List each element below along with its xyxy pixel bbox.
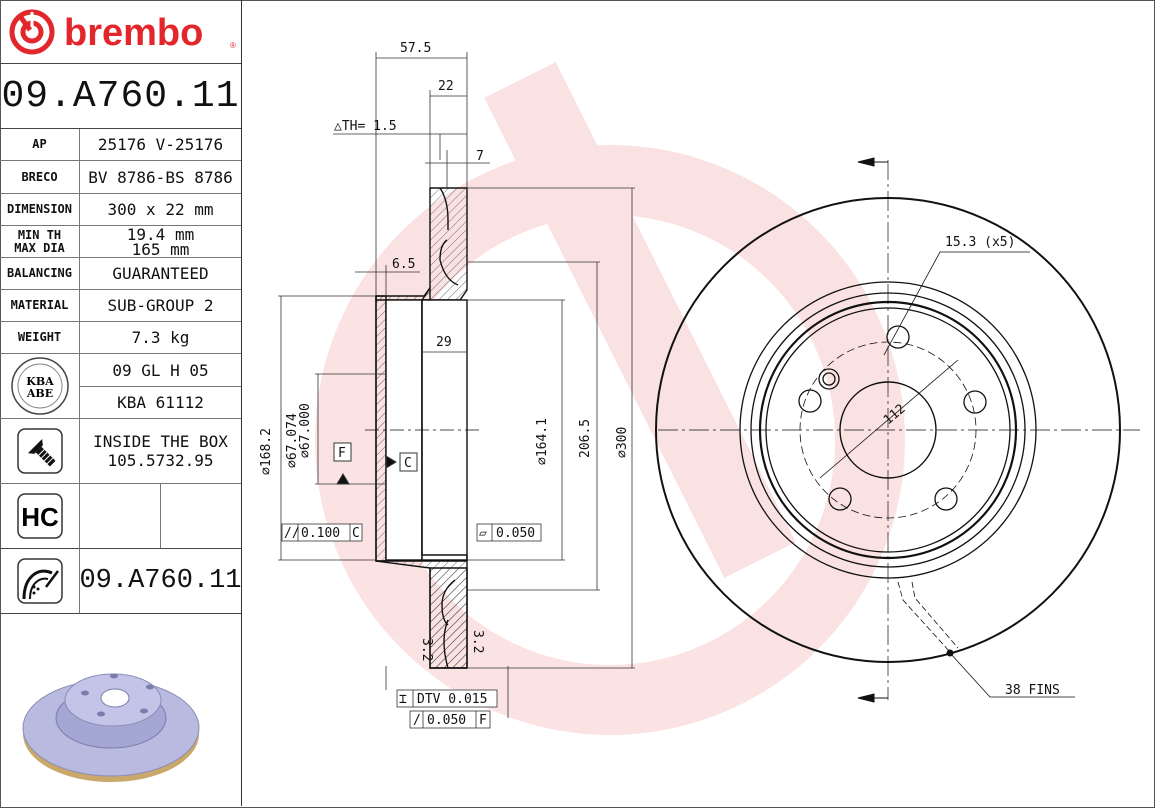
dim-delta-th: △TH= 1.5: [334, 119, 397, 134]
spec-value: 300 x 22 mm: [107, 200, 214, 219]
svg-text:⌶: ⌶: [399, 692, 407, 707]
svg-text:®: ®: [230, 41, 236, 50]
roughness-left: 3.2: [419, 638, 434, 661]
spec-value: BV 8786-BS 8786: [88, 167, 233, 187]
dim-bore-max: ⌀67.074: [285, 413, 300, 468]
disc-3d-render: [0, 614, 241, 806]
svg-text:ABE: ABE: [25, 387, 52, 400]
svg-text:F: F: [338, 446, 346, 461]
spec-row-weight: WEIGHT 7.3 kg: [0, 322, 241, 354]
spec-value: 165 mm: [131, 239, 190, 259]
tolerance-flatness: [476, 523, 542, 542]
tolerance-runout: [409, 710, 491, 729]
dim-vane: 7: [476, 149, 484, 164]
disc-type-cell: [0, 549, 80, 614]
spec-key: MAX DIA: [14, 240, 65, 255]
part-number-title: 09.A760.11: [0, 64, 241, 129]
screw-info: INSIDE THE BOX 105.5732.95: [80, 419, 241, 484]
dim-bore-min: ⌀67.000: [298, 403, 313, 458]
svg-text:/: /: [413, 713, 421, 728]
svg-text:0.050: 0.050: [427, 713, 466, 728]
part-number-footer: 09.A760.11: [79, 549, 242, 614]
spec-value: GUARANTEED: [112, 264, 209, 283]
fins-label: 38 FINS: [1005, 683, 1060, 698]
spec-key: MATERIAL: [0, 290, 80, 321]
spec-value: 25176 V-25176: [97, 135, 224, 154]
svg-text:C: C: [404, 456, 412, 471]
spec-value: SUB-GROUP 2: [107, 296, 214, 315]
svg-text:0.050: 0.050: [496, 526, 535, 541]
svg-text:DTV 0.015: DTV 0.015: [417, 692, 487, 707]
spec-row-min-th-max-dia: MIN TH MAX DIA 19.4 mm 165 mm: [0, 226, 241, 258]
spec-key: DIMENSION: [0, 194, 80, 225]
kba-code-2: KBA 61112: [80, 387, 241, 419]
dim-hat-wall: 6.5: [392, 257, 415, 272]
hc-empty-cells: [80, 484, 241, 549]
spec-value: 19.4 mm: [126, 224, 195, 244]
datum-c: [385, 452, 418, 472]
section-dimension-lines: [278, 52, 635, 718]
kba-abe-icon: KBA ABE: [10, 357, 69, 415]
brand-wordmark: brembo: [64, 12, 203, 54]
svg-text://: //: [284, 526, 300, 541]
dim-overall-height: 57.5: [400, 41, 431, 56]
svg-text:HC: HC: [21, 502, 59, 532]
tolerance-parallelism: [281, 523, 363, 542]
svg-text:KBA: KBA: [26, 375, 54, 388]
bolt-hole-label: 15.3 (x5): [945, 235, 1015, 250]
spec-row-balancing: BALANCING GUARANTEED: [0, 258, 241, 290]
svg-text:F: F: [479, 713, 487, 728]
screw-cell: [0, 419, 80, 484]
spec-row-dimension: DIMENSION 300 x 22 mm: [0, 194, 241, 226]
spec-row-material: MATERIAL SUB-GROUP 2: [0, 290, 241, 322]
technical-drawing: 57.5 22 △TH= 1.5 7 6.5 29 ⌀168.2 ⌀67.074…: [242, 0, 1153, 806]
dim-dia-inner: ⌀164.1: [535, 418, 550, 465]
spec-key: WEIGHT: [0, 322, 80, 353]
brembo-watermark: [315, 62, 905, 735]
spec-key: AP: [0, 129, 80, 160]
hc-coating-icon: HC: [16, 493, 63, 539]
dim-thickness: 22: [438, 79, 454, 94]
spec-key: BRECO: [0, 161, 80, 193]
spec-panel: brembo ® 09.A760.11 AP 25176 V-25176 BRE…: [0, 0, 242, 806]
spec-row-breco: BRECO BV 8786-BS 8786: [0, 161, 241, 194]
spec-row-ap: AP 25176 V-25176: [0, 129, 241, 161]
section-view: [365, 187, 480, 669]
spec-key: MIN TH: [17, 227, 62, 242]
dim-hat-depth: 29: [436, 335, 452, 350]
dim-dia-outer: ⌀300: [615, 427, 630, 458]
dim-dia-hat: ⌀168.2: [259, 428, 274, 475]
spec-value: 7.3 kg: [131, 328, 190, 347]
hc-cell: HC: [0, 484, 80, 549]
spec-key: BALANCING: [0, 258, 80, 289]
datum-f: [333, 442, 352, 485]
brembo-logo: brembo ®: [0, 0, 241, 64]
vented-disc-icon: [16, 558, 63, 604]
kba-badge-cell: KBA ABE: [0, 354, 80, 419]
roughness-right: 3.2: [470, 630, 485, 653]
svg-text:C: C: [352, 526, 360, 541]
brembo-disc-icon: [9, 9, 55, 55]
svg-text:▱: ▱: [479, 526, 487, 541]
front-view: [655, 157, 1140, 703]
kba-code-1: 09 GL H 05: [80, 354, 241, 387]
svg-text:0.100: 0.100: [301, 526, 340, 541]
dim-friction-inner: 206.5: [578, 419, 593, 458]
screw-icon: [16, 428, 63, 474]
tolerance-dtv: [396, 689, 498, 708]
